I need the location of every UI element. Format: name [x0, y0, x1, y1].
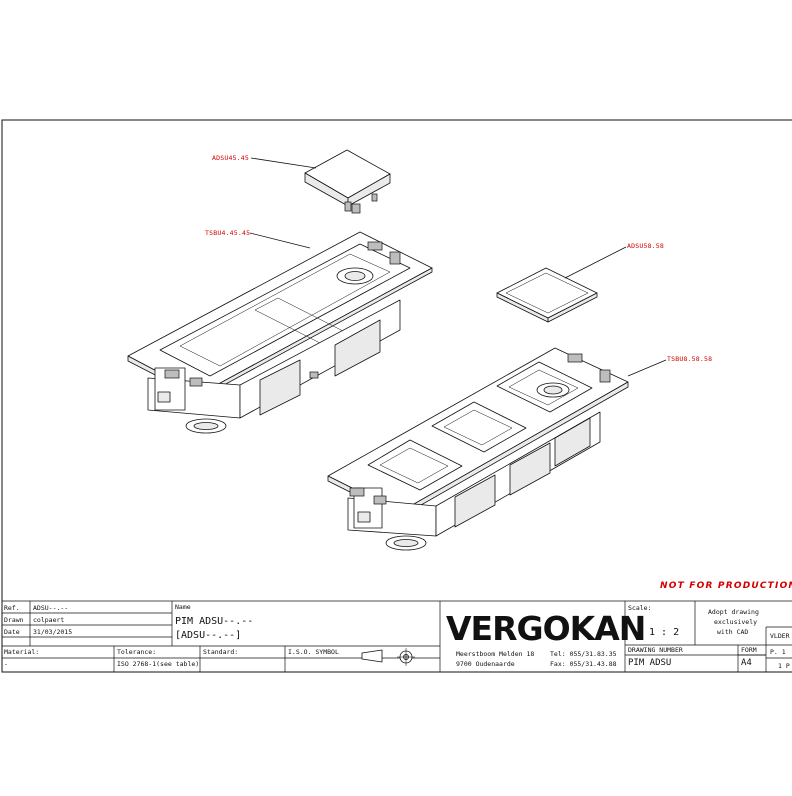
drawn-value: colpaert — [33, 616, 64, 624]
ref-value: ADSU--.-- — [33, 604, 68, 612]
folder-label: VLDER — [770, 632, 790, 640]
tolerance-value: ISO 2768-1(see table) — [117, 660, 199, 668]
callout-leader-box-small — [249, 232, 311, 249]
page-value: 1 P — [778, 662, 790, 670]
form-value: A4 — [741, 658, 752, 668]
date-value: 31/03/2015 — [33, 628, 72, 636]
callout-box-small: TSBU4.45.45 — [205, 229, 250, 237]
fax: Fax: 055/31.43.88 — [550, 660, 617, 668]
date-label: Date — [4, 628, 20, 636]
name-line-1: PIM ADSU--.-- — [175, 616, 253, 627]
vergokan-logo: VERGOKAN — [446, 609, 645, 648]
drawn-label: Drawn — [4, 616, 24, 624]
material-value: - — [4, 660, 8, 668]
name-label: Name — [175, 603, 191, 611]
callout-leader-cover-small — [250, 157, 317, 169]
adopt-note-line-3: with CAD — [717, 628, 748, 636]
ref-label: Ref. — [4, 604, 20, 612]
page-label: P. 1 — [770, 648, 786, 656]
tolerance-label: Tolerance: — [117, 648, 156, 656]
callout-cover-small: ADSU45.45 — [212, 154, 249, 162]
drawing-number-value: PIM ADSU — [628, 658, 671, 668]
scale-label: Scale: — [628, 604, 651, 612]
form-label: FORM — [741, 646, 757, 654]
cover-large-part — [496, 267, 598, 323]
adopt-note-line-1: Adopt drawing — [708, 608, 759, 616]
callout-leader-box-large — [627, 359, 667, 377]
address-line-1: Meerstboom Melden 18 — [456, 650, 534, 658]
drawing-number-label: DRAWING NUMBER — [628, 646, 683, 654]
standard-label: Standard: — [203, 648, 238, 656]
not-for-production-banner: NOT FOR PRODUCTION — [660, 581, 792, 591]
callout-box-large: TSBU8.58.58 — [667, 355, 712, 363]
name-line-2: [ADSU--.--] — [175, 630, 241, 641]
title-block: Ref. ADSU--.-- Drawn colpaert Date 31/03… — [2, 600, 792, 673]
scale-value: 1 : 2 — [649, 627, 679, 638]
callout-cover-large: ADSU58.58 — [627, 242, 664, 250]
material-label: Material: — [4, 648, 39, 656]
iso-projection-icon — [361, 648, 415, 666]
box-small-part — [127, 231, 433, 434]
adopt-note-line-2: exclusively — [714, 618, 757, 626]
iso-symbol-label: I.S.O. SYMBOL — [288, 648, 339, 656]
cover-small-part — [304, 149, 391, 214]
telephone: Tel: 055/31.83.35 — [550, 650, 617, 658]
callout-leader-cover-large — [564, 246, 627, 279]
box-large-part — [327, 347, 629, 551]
address-line-2: 9700 Oudenaarde — [456, 660, 515, 668]
